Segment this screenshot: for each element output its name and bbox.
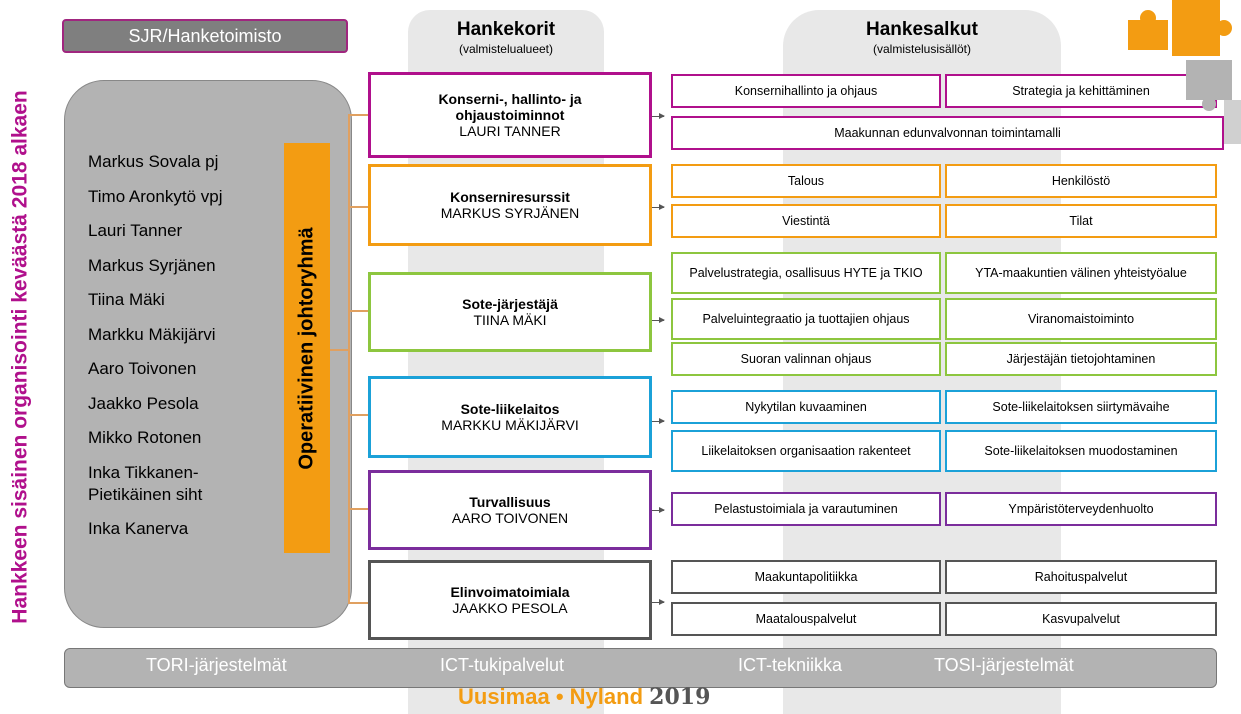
kori-elinvoima: Elinvoimatoimiala JAAKKO PESOLA [368, 560, 652, 640]
arrow [652, 204, 665, 210]
salkku-konsernihallinto: Konsernihallinto ja ohjaus [671, 74, 941, 108]
kori-liikelaitos: Sote-liikelaitos MARKKU MÄKIJÄRVI [368, 376, 652, 458]
member: Lauri Tanner [88, 221, 183, 240]
bracket-line [348, 114, 368, 116]
bracket-line [348, 414, 368, 416]
arrow [652, 507, 665, 513]
salkku-nykytila: Nykytilan kuvaaminen [671, 390, 941, 424]
bracket-line [330, 349, 350, 351]
bracket-line [348, 508, 368, 510]
system-tosi: TOSI-järjestelmät [934, 655, 1074, 675]
bracket-line [348, 206, 368, 208]
member: Markus Sovala pj [88, 152, 219, 171]
salkku-viranomaistoiminto: Viranomaistoiminto [945, 298, 1217, 340]
salkku-organisaatiorakenteet: Liikelaitoksen organisaation rakenteet [671, 430, 941, 472]
salkku-kasvupalvelut: Kasvupalvelut [945, 602, 1217, 636]
systems-bar [64, 648, 1217, 688]
korit-header: Hankekorit (valmistelualueet) [408, 19, 604, 57]
uusimaa-logo: Uusimaa • Nyland 2019 [458, 684, 711, 710]
salkku-viestinta: Viestintä [671, 204, 941, 238]
salkku-muodostaminen: Sote-liikelaitoksen muodostaminen [945, 430, 1217, 472]
salkut-title: Hankesalkut [866, 19, 978, 40]
salkku-maatalouspalvelut: Maatalouspalvelut [671, 602, 941, 636]
member: Tiina Mäki [88, 290, 165, 309]
salkku-tietojohtaminen: Järjestäjän tietojohtaminen [945, 342, 1217, 376]
arrow [652, 418, 665, 424]
salkut-subtitle: (valmistelusisällöt) [872, 42, 972, 56]
member: Inka Kanerva [88, 518, 189, 538]
system-ict-tuki: ICT-tukipalvelut [440, 655, 565, 675]
salkku-siirtymavaihe: Sote-liikelaitoksen siirtymävaihe [945, 390, 1217, 424]
sjr-label: SJR/Hanketoimisto [62, 19, 348, 53]
member: Jaakko Pesola [88, 393, 199, 413]
salkku-talous: Talous [671, 164, 941, 198]
korit-subtitle: (valmistelualueet) [458, 42, 554, 56]
operative-group-label: Operatiivinen johtoryhmä [295, 226, 318, 470]
bracket-line [348, 310, 368, 312]
kori-jarjestaja: Sote-järjestäjä TIINA MÄKI [368, 272, 652, 352]
salkku-maakuntapolitiikka: Maakuntapolitiikka [671, 560, 941, 594]
side-title: Hankkeen sisäinen organisointi keväästä … [9, 90, 33, 624]
arrow [652, 599, 665, 605]
salkku-yta: YTA-maakuntien välinen yhteistyöalue [945, 252, 1217, 294]
salkku-tilat: Tilat [945, 204, 1217, 238]
member: Markku Mäkijärvi [88, 324, 216, 344]
salkku-ymparistoterveys: Ympäristöterveydenhuolto [945, 492, 1217, 526]
kori-resurssit: Konserniresurssit MARKUS SYRJÄNEN [368, 164, 652, 246]
arrow [652, 113, 665, 119]
member-list: Markus Sovala pj Timo Aronkytö vpj Lauri… [88, 145, 278, 546]
member: Inka Tikkanen-Pietikäinen siht [88, 462, 203, 504]
kori-turvallisuus: Turvallisuus AARO TOIVONEN [368, 470, 652, 550]
salkku-palvelustrategia: Palvelustrategia, osallisuus HYTE ja TKI… [671, 252, 941, 294]
salkku-pelastustoimiala: Pelastustoimiala ja varautuminen [671, 492, 941, 526]
system-tori: TORI-järjestelmät [146, 655, 287, 675]
salkut-header: Hankesalkut (valmistelusisällöt) [783, 19, 1061, 57]
member: Markus Syrjänen [88, 255, 216, 275]
salkku-palveluintegraatio: Palveluintegraatio ja tuottajien ohjaus [671, 298, 941, 340]
puzzle-decoration-icon [1128, 0, 1241, 144]
korit-title: Hankekorit [456, 19, 556, 40]
member: Aaro Toivonen [88, 359, 197, 378]
member: Mikko Rotonen [88, 428, 202, 447]
salkku-henkilosto: Henkilöstö [945, 164, 1217, 198]
salkku-edunvalvonta: Maakunnan edunvalvonnan toimintamalli [671, 116, 1224, 150]
member: Timo Aronkytö vpj [88, 186, 223, 206]
salkku-rahoituspalvelut: Rahoituspalvelut [945, 560, 1217, 594]
bracket-line [348, 114, 350, 604]
arrow [652, 317, 665, 323]
salkku-suora-valinta: Suoran valinnan ohjaus [671, 342, 941, 376]
system-ict-tekniikka: ICT-tekniikka [738, 655, 843, 675]
bracket-line [348, 602, 368, 604]
kori-konserni: Konserni-, hallinto- ja ohjaustoiminnot … [368, 72, 652, 158]
operative-group-bar: Operatiivinen johtoryhmä [284, 143, 330, 553]
